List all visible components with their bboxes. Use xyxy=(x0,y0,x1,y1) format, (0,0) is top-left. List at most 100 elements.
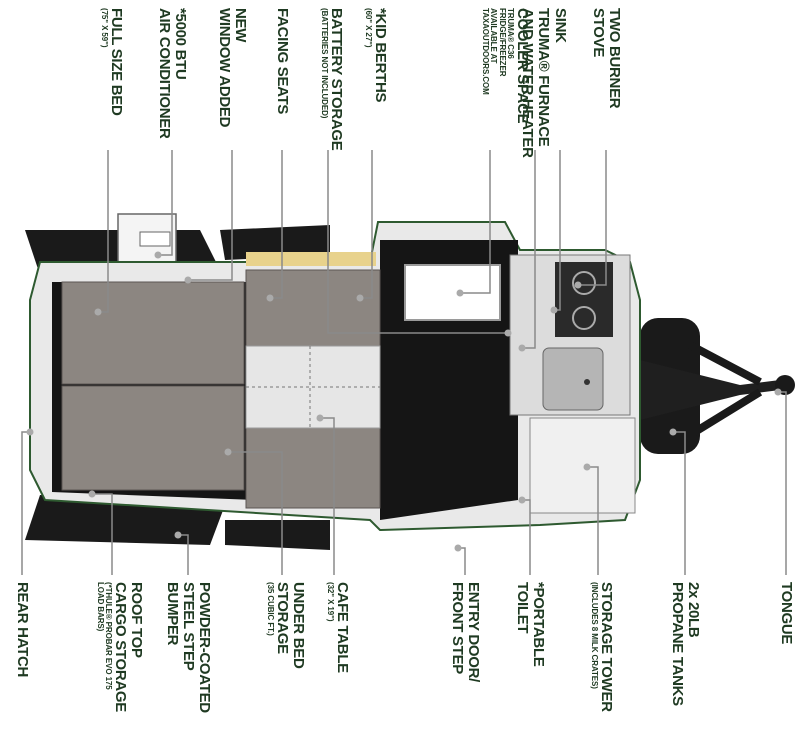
label-cooler-space-subline: FRIDGE/FREEZER xyxy=(497,8,507,77)
leader-air-conditioner xyxy=(158,150,173,256)
label-tongue-line: TONGUE xyxy=(778,582,795,645)
leader-cooler-space xyxy=(460,150,491,294)
leader-tongue xyxy=(778,391,787,575)
label-bumper-line: POWDER-COATED xyxy=(196,582,213,713)
leader-under-bed xyxy=(228,451,283,575)
leader-dot-cafe-table xyxy=(316,414,324,422)
leader-dot-stove xyxy=(574,281,582,289)
label-facing-seats-line: FACING SEATS xyxy=(274,8,291,115)
label-under-bed-line: STORAGE xyxy=(274,582,292,654)
label-entry-door: ENTRY DOOR/FRONT STEP xyxy=(449,582,482,683)
tongue-hitch xyxy=(640,318,795,454)
galley xyxy=(509,254,636,514)
leader-dot-bumper xyxy=(174,531,182,539)
label-kid-berths-line: *KID BERTHS xyxy=(372,8,389,103)
label-cooler-space-subline: TAXAOUTDOORS.COM xyxy=(481,8,491,95)
leader-dot-under-bed xyxy=(224,448,232,456)
leader-cafe-table xyxy=(320,417,335,575)
label-sink-line: SINK xyxy=(552,8,569,43)
label-battery-storage-line: BATTERY STORAGE xyxy=(328,8,345,151)
leader-roof-cargo xyxy=(92,493,113,575)
leader-dot-sink xyxy=(550,306,558,314)
label-cafe-table-subline: (32" X 19") xyxy=(326,582,336,622)
label-bumper-line: BUMPER xyxy=(164,582,182,646)
leader-dot-facing-seats xyxy=(266,294,274,302)
label-cooler-space-subline: TRUMA® C36 xyxy=(506,8,516,59)
label-roof-cargo-subline: LOAD BARS) xyxy=(96,582,106,632)
leader-entry-door xyxy=(458,547,466,575)
leader-dot-roof-cargo xyxy=(88,490,96,498)
label-toilet-line: *PORTABLE xyxy=(530,582,547,667)
label-stove-line: STOVE xyxy=(590,8,608,58)
label-battery-storage: BATTERY STORAGE(BATTERIES NOT INCLUDED) xyxy=(320,8,345,151)
air-conditioner-unit xyxy=(117,213,177,265)
label-cooler-space-subline: AVAILABLE AT xyxy=(489,8,499,64)
label-full-size-bed-subline: (75" X 59") xyxy=(100,8,110,48)
label-roof-cargo-subline: (*THULE® PROBAR EVO 175 xyxy=(104,582,114,690)
label-under-bed-line: UNDER BED xyxy=(290,582,307,669)
label-propane-line: PROPANE TANKS xyxy=(669,582,687,706)
label-full-size-bed: FULL SIZE BED(75" X 59") xyxy=(100,8,125,116)
label-facing-seats: FACING SEATS xyxy=(274,8,291,115)
label-roof-cargo-line: CARGO STORAGE xyxy=(112,582,130,713)
label-toilet-line: TOILET xyxy=(514,582,532,634)
label-kid-berths-subline: (60" X 27") xyxy=(364,8,374,48)
label-under-bed-subline: (35 CUBIC FT.) xyxy=(266,582,276,636)
label-air-conditioner-line: *5000 BTU xyxy=(172,8,189,80)
leader-facing-seats xyxy=(270,150,283,299)
leader-dot-kid-berths xyxy=(356,294,364,302)
label-new-window-line: NEW xyxy=(232,8,249,43)
label-storage-tower-line: STORAGE TOWER xyxy=(598,582,615,712)
label-new-window-line: WINDOW ADDED xyxy=(216,8,234,128)
leader-dot-entry-door xyxy=(454,544,462,552)
label-storage-tower: STORAGE TOWER(INCLUDES 8 MILK CRATES) xyxy=(590,582,615,712)
label-kid-berths: *KID BERTHS(60" X 27") xyxy=(364,8,389,103)
leader-dot-full-size-bed xyxy=(94,308,102,316)
label-battery-storage-subline: (BATTERIES NOT INCLUDED) xyxy=(320,8,330,119)
label-cafe-table-line: CAFE TABLE xyxy=(334,582,351,673)
label-entry-door-line: FRONT STEP xyxy=(449,582,467,675)
leader-dot-new-window xyxy=(184,276,192,284)
bed-cushions xyxy=(61,252,381,509)
label-rear-hatch-line: REAR HATCH xyxy=(14,582,31,678)
leader-lines xyxy=(21,150,787,575)
leader-battery-storage xyxy=(327,150,508,334)
leader-dot-rear-hatch xyxy=(26,428,34,436)
leader-propane xyxy=(673,431,686,575)
leader-dot-furnace xyxy=(518,344,526,352)
label-storage-tower-subline: (INCLUDES 8 MILK CRATES) xyxy=(590,582,600,689)
leader-rear-hatch xyxy=(21,431,30,575)
leader-new-window xyxy=(188,150,233,281)
label-roof-cargo-line: ROOF TOP xyxy=(128,582,145,658)
leader-furnace xyxy=(522,150,536,349)
label-cafe-table: CAFE TABLE(32" X 19") xyxy=(326,582,351,673)
leader-storage-tower xyxy=(587,466,599,575)
label-rear-hatch: REAR HATCH xyxy=(14,582,31,678)
leader-dot-battery-storage xyxy=(504,329,512,337)
label-full-size-bed-line: FULL SIZE BED xyxy=(108,8,125,116)
leader-dot-cooler-space xyxy=(456,289,464,297)
leader-dot-air-conditioner xyxy=(154,251,162,259)
leader-dot-tongue xyxy=(774,388,782,396)
leader-kid-berths xyxy=(360,150,373,299)
label-bumper-line: STEEL STEP xyxy=(180,582,198,671)
leader-stove xyxy=(578,150,607,286)
label-furnace-line: TRUMA® FURNACE xyxy=(535,8,552,147)
label-sink: SINK xyxy=(552,8,569,43)
label-stove-line: TWO BURNER xyxy=(606,8,623,109)
label-furnace-line: AND WATER HEATER xyxy=(519,8,537,158)
label-tongue: TONGUE xyxy=(778,582,795,645)
label-propane-line: 2x 20LB xyxy=(685,582,702,638)
label-entry-door-line: ENTRY DOOR/ xyxy=(465,582,482,683)
label-air-conditioner-line: AIR CONDITIONER xyxy=(156,8,174,139)
